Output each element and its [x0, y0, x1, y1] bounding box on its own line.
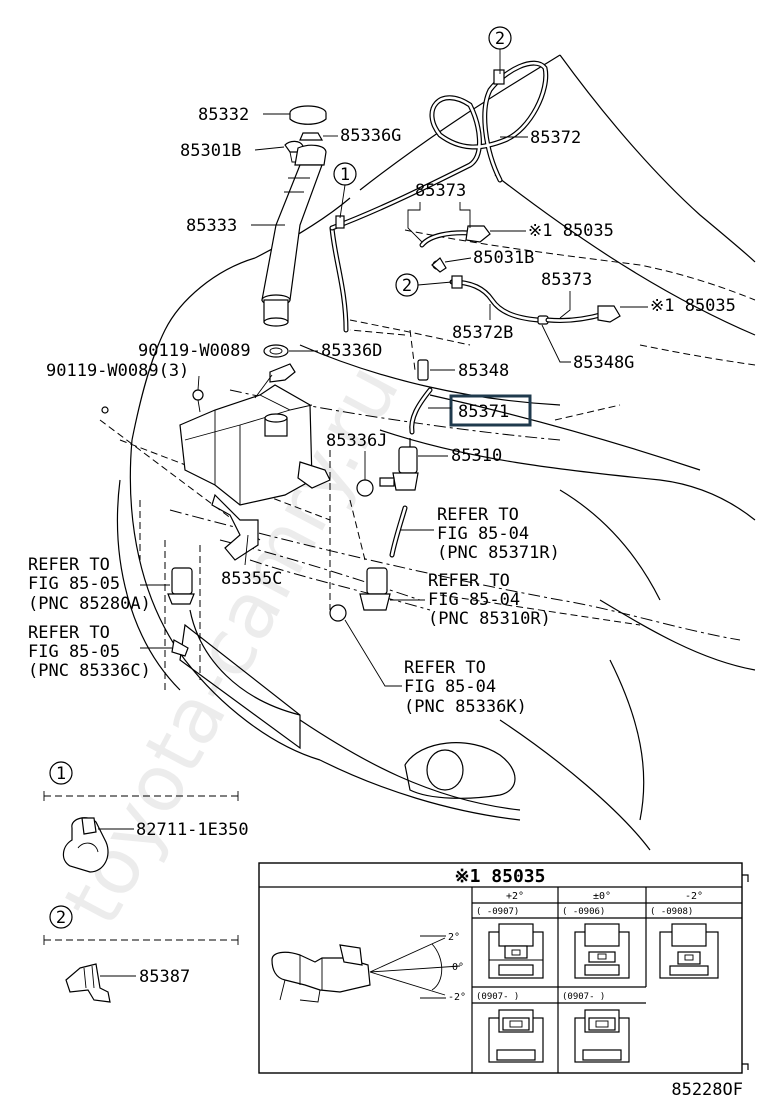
svg-text:REFER TO: REFER TO: [404, 658, 486, 678]
label-90119-w0089-3: 90119-W0089(3): [46, 361, 200, 391]
svg-text:85348: 85348: [458, 361, 509, 381]
svg-text:85348G: 85348G: [573, 353, 634, 373]
label-85310: 85310: [418, 446, 502, 466]
label-90119-w0089: 90119-W0089: [138, 341, 251, 361]
svg-text:85031B: 85031B: [473, 248, 534, 268]
nozzle-face-plus2-new: [488, 1009, 544, 1063]
svg-text:FIG 85-04: FIG 85-04: [437, 524, 529, 544]
legend-item-2: 2 85387: [43, 905, 239, 1003]
nozzle-face-minus2: [659, 923, 719, 979]
label-85336g: 85336G: [323, 126, 401, 146]
label-85373-upper: 85373: [407, 181, 471, 243]
svg-text:2: 2: [402, 276, 412, 296]
label-85348: 85348: [430, 361, 509, 381]
svg-text:(0907- ): (0907- ): [562, 992, 605, 1002]
svg-text:REFER TO: REFER TO: [28, 555, 110, 575]
svg-text:85355C: 85355C: [221, 569, 282, 589]
svg-text:85387: 85387: [139, 967, 190, 987]
label-85336j: 85336J: [326, 431, 387, 480]
svg-text:( -0907): ( -0907): [476, 907, 519, 917]
label-85332: 85332: [198, 105, 290, 125]
label-85373-lower: 85373: [541, 270, 592, 319]
nozzle-face-zero: [574, 923, 630, 979]
label-85333: 85333: [186, 216, 285, 236]
svg-text:1: 1: [340, 165, 350, 185]
refer-block-85336k: REFER TO FIG 85-04 (PNC 85336K): [344, 619, 527, 717]
label-85348g: 85348G: [541, 324, 634, 373]
label-85301b: 85301B: [180, 141, 285, 161]
svg-text:※1 85035: ※1 85035: [528, 221, 614, 241]
refer-block-85371r: REFER TO FIG 85-04 (PNC 85371R): [400, 505, 560, 563]
svg-text:85371: 85371: [458, 402, 509, 422]
svg-text:2: 2: [495, 29, 505, 49]
svg-text:REFER TO: REFER TO: [28, 623, 110, 643]
svg-text:85336J: 85336J: [326, 431, 387, 451]
svg-text:85373: 85373: [415, 181, 466, 201]
svg-text:85310: 85310: [451, 446, 502, 466]
refer-block-85336c: REFER TO FIG 85-05 (PNC 85336C): [28, 623, 172, 681]
svg-text:1: 1: [56, 764, 66, 784]
svg-text:( -0906): ( -0906): [562, 907, 605, 917]
svg-text:※1 85035: ※1 85035: [650, 296, 736, 316]
label-85035-upper: ※1 85035: [490, 221, 614, 241]
svg-text:85372B: 85372B: [452, 323, 513, 343]
nozzle-face-plus2: [488, 923, 544, 979]
svg-text:85373: 85373: [541, 270, 592, 290]
callout-circle-2-mid: 2: [395, 273, 453, 297]
drawing-number: 85228OF: [671, 1080, 743, 1100]
svg-text:REFER TO: REFER TO: [437, 505, 519, 525]
svg-text:85336D: 85336D: [321, 341, 382, 361]
svg-text:82711-1E350: 82711-1E350: [136, 820, 249, 840]
svg-text:(PNC 85336C): (PNC 85336C): [28, 661, 151, 681]
svg-text:85336G: 85336G: [340, 126, 401, 146]
svg-text:(0907- ): (0907- ): [476, 992, 519, 1002]
svg-text:85332: 85332: [198, 105, 249, 125]
label-85371-highlighted[interactable]: 85371: [428, 394, 532, 427]
jet-adjustment-inset: ※1 85035 2° 0° -2° +2° ±0° -2° ( -0907) …: [258, 862, 743, 1074]
vehicle-body-outline: [99, 54, 756, 851]
inset-title: ※1 85035: [455, 866, 546, 887]
svg-text:(PNC 85336K): (PNC 85336K): [404, 697, 527, 717]
svg-text:0°: 0°: [452, 962, 464, 973]
svg-text:FIG 85-05: FIG 85-05: [28, 574, 120, 594]
legend-item-1: 1 82711-1E350: [43, 761, 249, 873]
svg-text:-2°: -2°: [685, 891, 703, 902]
nozzle-face-zero-new: [574, 1009, 630, 1063]
label-85372b: 85372B: [452, 304, 513, 343]
label-85031b: 85031B: [444, 248, 534, 268]
svg-text:85333: 85333: [186, 216, 237, 236]
svg-text:FIG 85-05: FIG 85-05: [28, 642, 120, 662]
svg-text:±0°: ±0°: [593, 891, 611, 902]
svg-text:(PNC 85371R): (PNC 85371R): [437, 543, 560, 563]
svg-text:FIG 85-04: FIG 85-04: [428, 590, 520, 610]
svg-text:FIG 85-04: FIG 85-04: [404, 677, 496, 697]
svg-text:(PNC 85280A): (PNC 85280A): [28, 594, 151, 614]
svg-text:90119-W0089(3): 90119-W0089(3): [46, 361, 189, 381]
hood-hoses: [329, 60, 621, 333]
label-85336d: 85336D: [289, 341, 382, 361]
svg-text:85372: 85372: [530, 128, 581, 148]
callout-circle-2-top: 2: [488, 26, 512, 74]
label-85035-lower: ※1 85035: [620, 296, 736, 316]
svg-text:-2°: -2°: [448, 992, 466, 1003]
highlight-box: [449, 394, 532, 427]
svg-text:( -0908): ( -0908): [650, 907, 693, 917]
label-85372: 85372: [500, 128, 581, 148]
svg-text:(PNC 85310R): (PNC 85310R): [428, 609, 551, 629]
corner-marks: [742, 874, 749, 1070]
svg-text:+2°: +2°: [506, 891, 524, 902]
refer-block-85280a: REFER TO FIG 85-05 (PNC 85280A): [28, 555, 170, 614]
svg-text:85301B: 85301B: [180, 141, 241, 161]
svg-text:90119-W0089: 90119-W0089: [138, 341, 251, 361]
svg-text:REFER TO: REFER TO: [428, 571, 510, 591]
refer-block-85310r: REFER TO FIG 85-04 (PNC 85310R): [390, 571, 551, 629]
label-85355c: 85355C: [221, 534, 282, 589]
callout-circle-1-top: 1: [333, 162, 357, 219]
svg-text:2°: 2°: [448, 932, 460, 943]
washer-reservoir-assembly: [101, 105, 433, 657]
svg-text:2: 2: [56, 908, 66, 928]
